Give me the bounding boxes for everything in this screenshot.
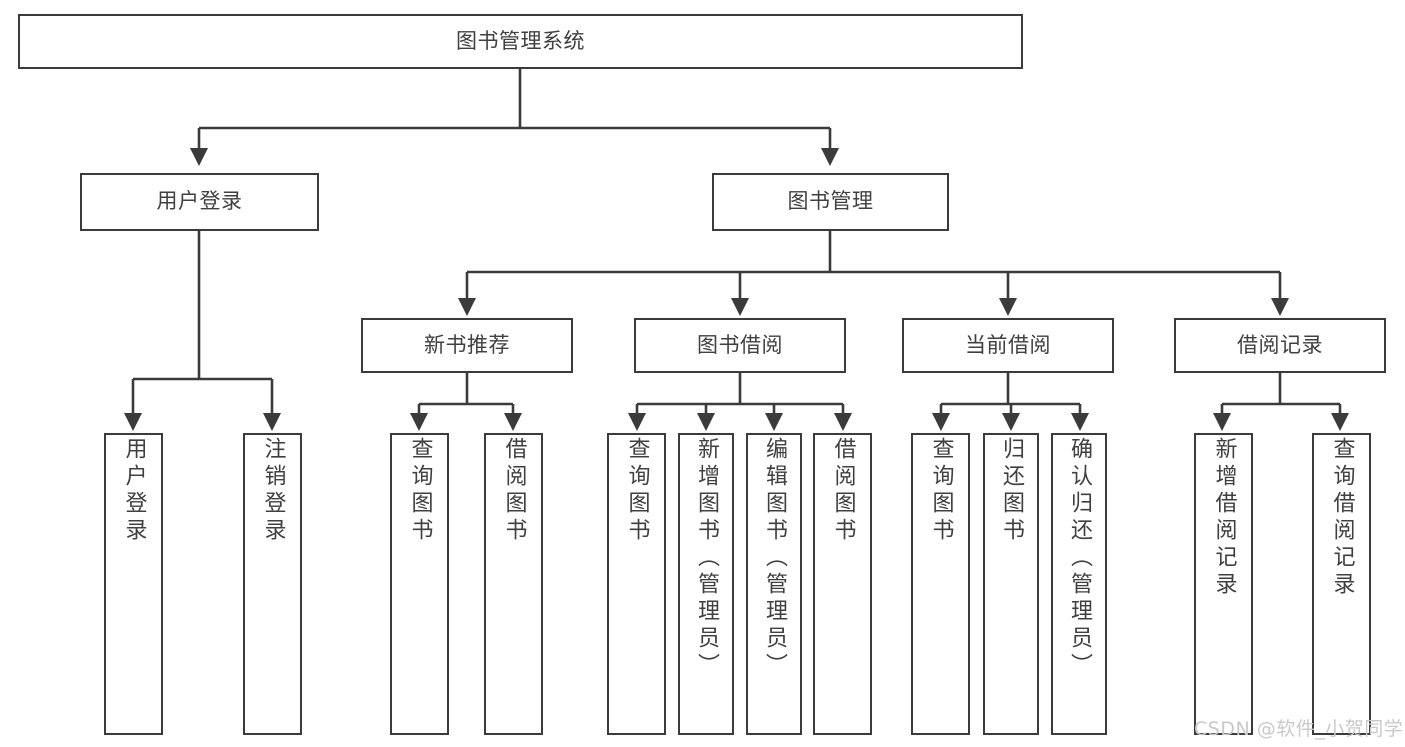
node-new-book-recommend-label: 新书推荐 xyxy=(424,332,510,357)
leaf-add-borrow-record[interactable]: 新增借阅记录 xyxy=(1194,433,1253,735)
csdn-watermark: CSDN @软件_小贺同学 xyxy=(1194,718,1404,740)
node-new-book-recommend[interactable]: 新书推荐 xyxy=(361,318,573,373)
leaf-query-book-recommend[interactable]: 查询图书 xyxy=(390,433,449,735)
leaf-borrow-book-recommend[interactable]: 借阅图书 xyxy=(484,433,543,735)
leaf-query-book-recommend-label: 查询图书 xyxy=(407,437,433,545)
node-book-borrow-label: 图书借阅 xyxy=(697,332,783,357)
leaf-return-book[interactable]: 归还图书 xyxy=(983,433,1039,735)
leaf-query-book-current[interactable]: 查询图书 xyxy=(911,433,970,735)
leaf-user-login[interactable]: 用户登录 xyxy=(104,433,163,735)
leaf-query-borrow-record[interactable]: 查询借阅记录 xyxy=(1312,433,1371,735)
leaf-add-book-admin[interactable]: 新增图书（管理员） xyxy=(678,433,734,735)
node-book-borrow[interactable]: 图书借阅 xyxy=(634,318,846,373)
leaf-query-book-borrow[interactable]: 查询图书 xyxy=(607,433,666,735)
leaf-edit-book-admin[interactable]: 编辑图书（管理员） xyxy=(746,433,802,735)
node-root-label: 图书管理系统 xyxy=(456,28,585,53)
node-root[interactable]: 图书管理系统 xyxy=(18,14,1023,69)
leaf-query-book-current-label: 查询图书 xyxy=(928,437,954,545)
node-borrow-record-label: 借阅记录 xyxy=(1237,332,1323,357)
leaf-return-book-label: 归还图书 xyxy=(999,437,1024,545)
leaf-query-book-borrow-label: 查询图书 xyxy=(624,437,650,545)
node-current-borrow-label: 当前借阅 xyxy=(965,332,1051,357)
leaf-add-borrow-record-label: 新增借阅记录 xyxy=(1211,437,1237,599)
leaf-query-borrow-record-label: 查询借阅记录 xyxy=(1329,437,1355,599)
node-book-management[interactable]: 图书管理 xyxy=(712,173,949,231)
leaf-borrow-book[interactable]: 借阅图书 xyxy=(813,433,872,735)
leaf-borrow-book-label: 借阅图书 xyxy=(830,437,856,545)
leaf-add-book-admin-label: 新增图书（管理员） xyxy=(694,437,719,680)
leaf-confirm-return-admin[interactable]: 确认归还（管理员） xyxy=(1051,433,1107,735)
leaf-user-login-label: 用户登录 xyxy=(121,437,147,545)
node-current-borrow[interactable]: 当前借阅 xyxy=(902,318,1114,373)
node-book-management-label: 图书管理 xyxy=(787,189,874,214)
leaf-logout[interactable]: 注销登录 xyxy=(243,433,302,735)
leaf-borrow-book-recommend-label: 借阅图书 xyxy=(501,437,527,545)
node-user-login-label: 用户登录 xyxy=(156,189,243,214)
leaf-edit-book-admin-label: 编辑图书（管理员） xyxy=(762,437,787,680)
node-borrow-record[interactable]: 借阅记录 xyxy=(1174,318,1386,373)
node-user-login[interactable]: 用户登录 xyxy=(80,173,319,231)
leaf-confirm-return-admin-label: 确认归还（管理员） xyxy=(1067,437,1092,680)
leaf-logout-label: 注销登录 xyxy=(260,437,286,545)
